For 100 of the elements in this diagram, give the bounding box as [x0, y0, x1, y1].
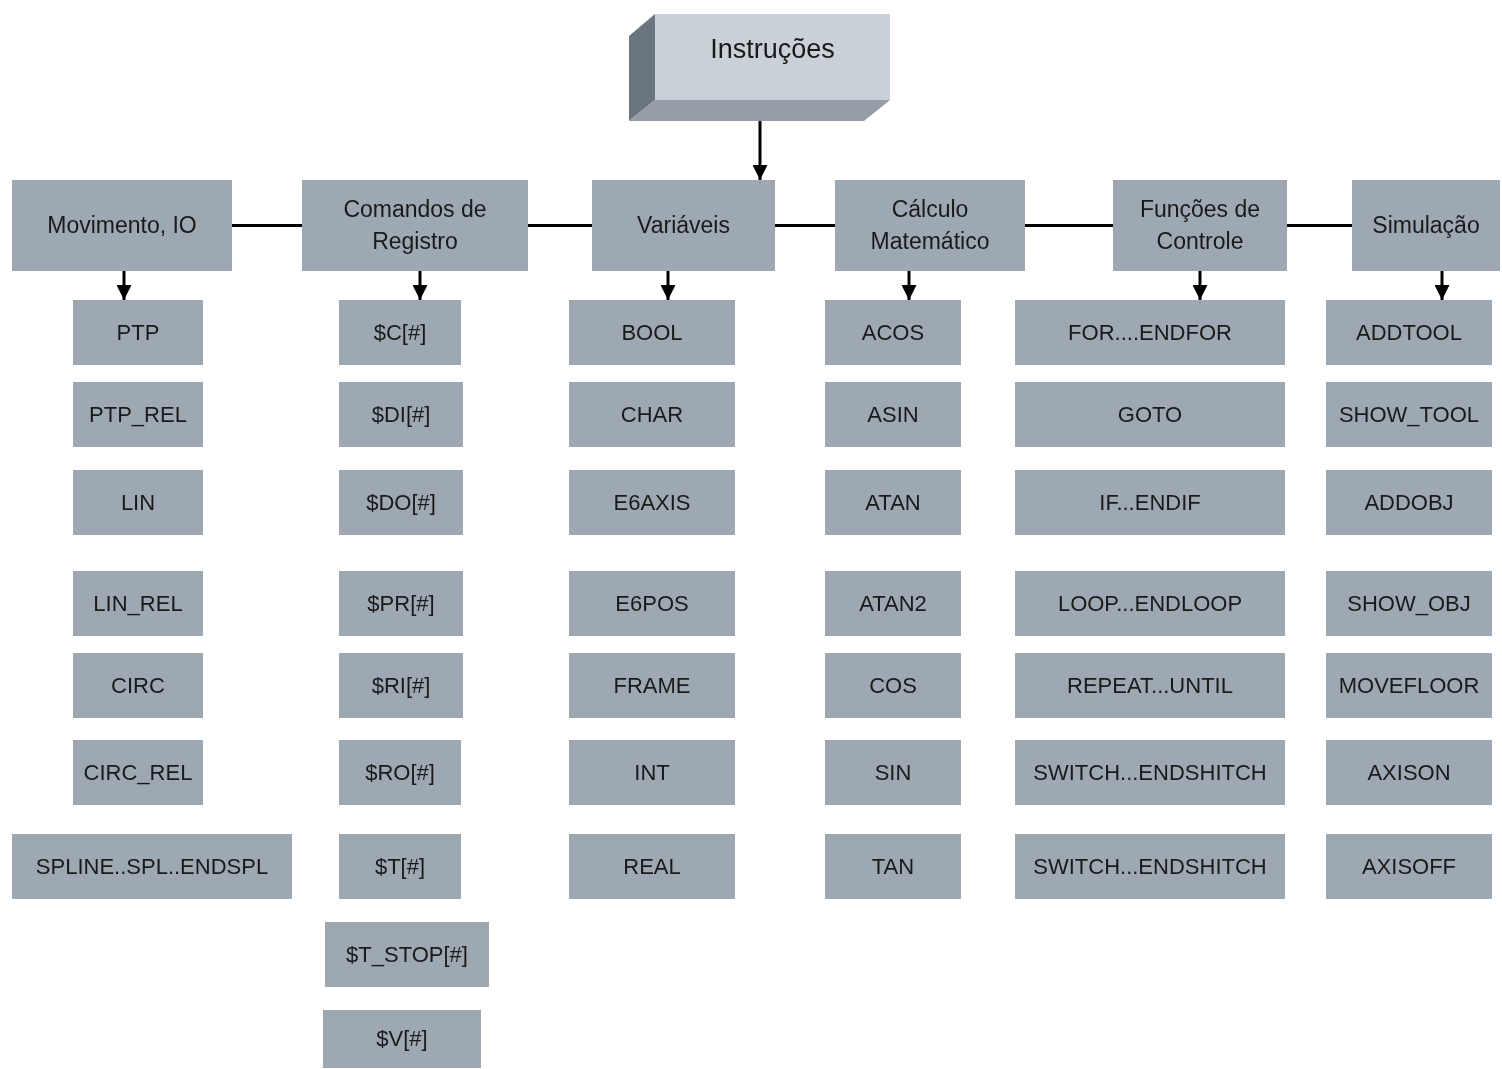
item-label: E6POS [615, 589, 689, 618]
item-label: FOR....ENDFOR [1068, 318, 1232, 347]
item-box [1326, 740, 1492, 805]
item-label: SHOW_TOOL [1338, 400, 1480, 429]
item-box [1015, 571, 1285, 636]
item-box [1326, 834, 1492, 899]
item-label: GOTO [1117, 400, 1183, 429]
item-label: ADDOBJ [1364, 488, 1454, 517]
category-label: Cálculo Matemático [869, 195, 991, 256]
item-label: ASIN [867, 400, 919, 429]
connector-line [1025, 224, 1113, 227]
item-label: MOVEFLOOR [1338, 671, 1480, 700]
item-box [569, 571, 735, 636]
item-label: REAL [623, 852, 681, 881]
item-box [339, 740, 461, 805]
item-box [1015, 470, 1285, 535]
item-box [339, 300, 461, 365]
item-box [73, 571, 203, 636]
item-label: $V[#] [376, 1025, 428, 1054]
connector-line [528, 224, 592, 227]
item-label: $C[#] [373, 318, 427, 347]
item-box [569, 470, 735, 535]
arrow [1434, 271, 1450, 300]
item-label: SIN [874, 758, 912, 787]
item-box [339, 834, 461, 899]
item-label: ACOS [861, 318, 925, 347]
item-box [569, 653, 735, 718]
item-label: PTP [116, 318, 160, 347]
item-box [569, 740, 735, 805]
item-label: $RI[#] [371, 671, 431, 700]
item-label: IF...ENDIF [1099, 488, 1201, 517]
arrow [901, 271, 917, 300]
category-label: Movimento, IO [47, 210, 197, 240]
category-label: Comandos de Registro [342, 195, 488, 256]
item-label: LOOP...ENDLOOP [1057, 589, 1243, 618]
item-label: $T_STOP[#] [346, 940, 468, 969]
arrow [116, 271, 132, 300]
item-box [73, 300, 203, 365]
connector-line [775, 224, 835, 227]
item-box [1326, 382, 1492, 447]
item-label: $T[#] [374, 852, 426, 881]
item-label: $DO[#] [366, 488, 436, 517]
item-box [1015, 834, 1285, 899]
arrow [752, 121, 768, 180]
item-label: TAN [871, 852, 915, 881]
arrow [660, 271, 676, 300]
item-box [569, 382, 735, 447]
item-label: SWITCH...ENDSHITCH [1033, 852, 1267, 881]
item-label: $PR[#] [367, 589, 435, 618]
category-label: Funções de Controle [1138, 195, 1262, 256]
connector-line [1287, 224, 1352, 227]
item-box [825, 834, 961, 899]
item-label: CHAR [620, 400, 684, 429]
item-label: SWITCH...ENDSHITCH [1033, 758, 1267, 787]
item-label: ADDTOOL [1356, 318, 1462, 347]
item-box [323, 1010, 481, 1068]
item-box [1015, 382, 1285, 447]
item-box [1326, 653, 1492, 718]
item-label: LIN [120, 488, 156, 517]
item-label: SHOW_OBJ [1347, 589, 1471, 618]
item-box [1326, 571, 1492, 636]
item-box [339, 382, 463, 447]
category-box [1113, 180, 1287, 271]
item-box [825, 470, 961, 535]
item-label: ATAN2 [859, 589, 927, 618]
item-box [339, 470, 463, 535]
item-label: E6AXIS [613, 488, 691, 517]
item-box [825, 382, 961, 447]
item-box [569, 834, 735, 899]
category-box [835, 180, 1025, 271]
item-label: $RO[#] [365, 758, 435, 787]
item-box [1326, 470, 1492, 535]
item-box [825, 300, 961, 365]
item-label: ATAN [865, 488, 921, 517]
item-label: COS [869, 671, 917, 700]
category-label: Variáveis [637, 210, 730, 240]
item-box [339, 571, 463, 636]
item-box [1326, 300, 1492, 365]
category-box [592, 180, 775, 271]
item-box [825, 740, 961, 805]
category-box [1352, 180, 1500, 271]
item-box [73, 382, 203, 447]
item-label: AXISON [1367, 758, 1451, 787]
item-box [1015, 300, 1285, 365]
item-label: CIRC [111, 671, 165, 700]
item-box [73, 470, 203, 535]
item-box [73, 653, 203, 718]
item-label: FRAME [613, 671, 691, 700]
category-box [302, 180, 528, 271]
heading-text: Instruções [710, 33, 835, 67]
category-label: Simulação [1372, 210, 1480, 240]
arrow [412, 271, 428, 300]
item-box [825, 571, 961, 636]
item-label: REPEAT...UNTIL [1067, 671, 1233, 700]
item-box [339, 653, 463, 718]
item-label: SPLINE..SPL..ENDSPL [35, 852, 269, 881]
item-label: $DI[#] [371, 400, 431, 429]
item-box [1015, 653, 1285, 718]
item-label: AXISOFF [1361, 852, 1457, 881]
item-label: LIN_REL [93, 589, 183, 618]
